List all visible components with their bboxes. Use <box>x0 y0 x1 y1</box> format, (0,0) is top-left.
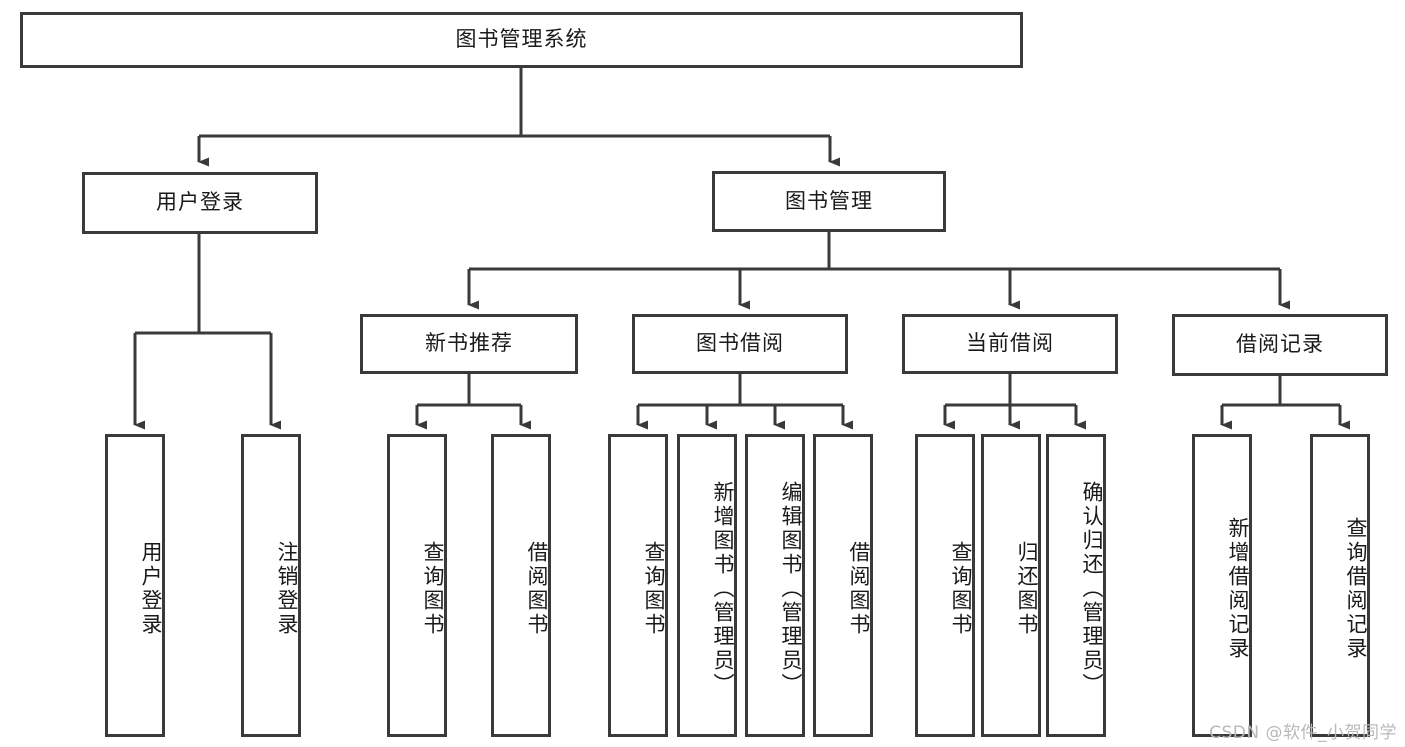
node-book-borrow[interactable]: 图书借阅 <box>632 314 848 374</box>
node-label: 图书管理 <box>785 188 873 213</box>
node-label: 查询图书 <box>642 540 666 637</box>
leaf-edit-book[interactable]: 编辑图书（管理员） <box>745 434 805 737</box>
leaf-return-book[interactable]: 归还图书 <box>981 434 1041 737</box>
leaf-add-borrow-record[interactable]: 新增借阅记录 <box>1192 434 1252 737</box>
node-user-login[interactable]: 用户登录 <box>82 172 318 234</box>
node-current-borrow[interactable]: 当前借阅 <box>902 314 1118 374</box>
node-label: 借阅记录 <box>1236 332 1324 357</box>
node-label: 查询图书 <box>421 540 445 637</box>
leaf-borrow-book[interactable]: 借阅图书 <box>813 434 873 737</box>
leaf-borrow-book-recommend[interactable]: 借阅图书 <box>491 434 551 737</box>
node-label: 用户登录 <box>156 190 244 215</box>
node-label: 图书借阅 <box>696 331 784 356</box>
node-label: 当前借阅 <box>966 331 1054 356</box>
leaf-query-book-recommend[interactable]: 查询图书 <box>387 434 447 737</box>
node-label: 确认归还（管理员） <box>1080 480 1104 697</box>
node-label: 编辑图书（管理员） <box>779 480 803 697</box>
leaf-query-book-current[interactable]: 查询图书 <box>915 434 975 737</box>
node-label: 查询借阅记录 <box>1344 516 1368 661</box>
leaf-add-book[interactable]: 新增图书（管理员） <box>677 434 737 737</box>
leaf-query-borrow-record[interactable]: 查询借阅记录 <box>1310 434 1370 737</box>
node-label: 新增图书（管理员） <box>711 480 735 697</box>
node-book-management[interactable]: 图书管理 <box>712 171 946 232</box>
node-label: 图书管理系统 <box>455 27 588 52</box>
leaf-confirm-return[interactable]: 确认归还（管理员） <box>1046 434 1106 737</box>
node-label: 查询图书 <box>949 540 973 637</box>
leaf-logout-login[interactable]: 注销登录 <box>241 434 301 737</box>
node-label: 新书推荐 <box>425 331 513 356</box>
node-label: 借阅图书 <box>525 540 549 637</box>
csdn-watermark: CSDN @软件_小贺同学 <box>1209 723 1397 743</box>
node-book-management-system[interactable]: 图书管理系统 <box>20 12 1023 68</box>
leaf-query-book-borrow[interactable]: 查询图书 <box>608 434 668 737</box>
node-label: 注销登录 <box>275 540 299 637</box>
leaf-user-login[interactable]: 用户登录 <box>105 434 165 737</box>
node-new-book-recommend[interactable]: 新书推荐 <box>360 314 578 374</box>
node-label: 归还图书 <box>1015 540 1039 637</box>
node-label: 用户登录 <box>139 540 163 637</box>
node-label: 新增借阅记录 <box>1226 516 1250 661</box>
node-borrow-record[interactable]: 借阅记录 <box>1172 314 1388 376</box>
node-label: 借阅图书 <box>847 540 871 637</box>
